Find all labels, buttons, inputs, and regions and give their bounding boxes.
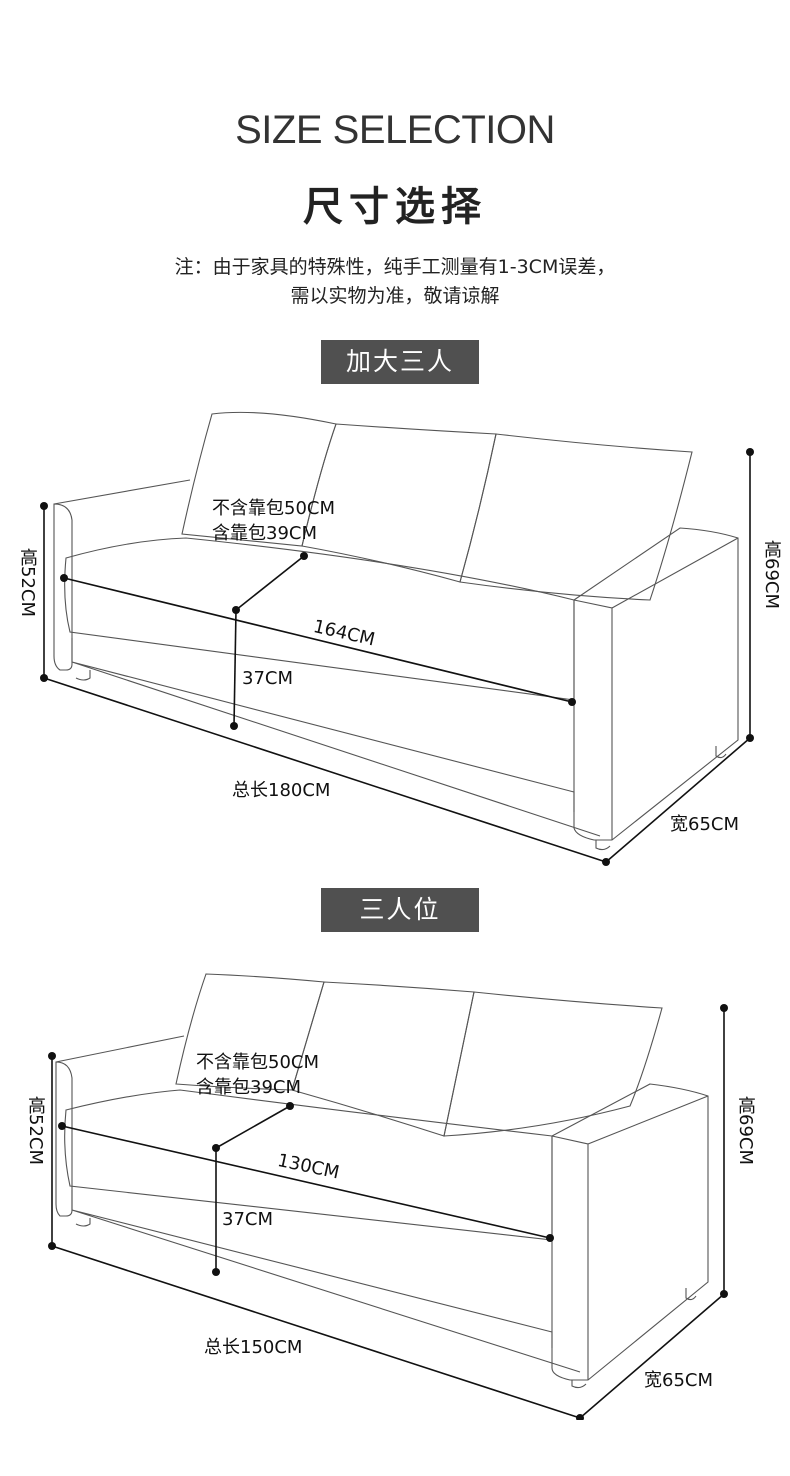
dot — [48, 1052, 56, 1060]
sofa-diagram-three-seat — [48, 973, 728, 1420]
section-label-three-seat: 三人位 — [321, 888, 479, 932]
right-leg — [571, 1288, 697, 1389]
dot — [720, 1004, 728, 1012]
back-cushion-right — [443, 991, 663, 1137]
seat-length-line — [61, 1125, 551, 1239]
dot — [212, 1268, 220, 1276]
sofa-base — [71, 1190, 581, 1373]
seat-cushion — [64, 1089, 553, 1241]
dot — [230, 722, 238, 730]
width-label: 宽65CM — [644, 1370, 714, 1391]
dot — [40, 502, 48, 510]
right-arm — [551, 1083, 709, 1381]
left-arm — [55, 1035, 185, 1217]
back-cushion-right — [459, 433, 693, 601]
width-line — [579, 1293, 725, 1419]
dot — [546, 1234, 554, 1242]
total-length-line — [51, 1245, 581, 1419]
back-cushion-middle — [291, 981, 475, 1137]
note-line-1: 注：由于家具的特殊性，纯手工测量有1-3CM误差， — [174, 256, 616, 278]
section-label-xl-three-seat: 加大三人 — [321, 340, 479, 384]
arm-height-label: 高52CM — [25, 1096, 46, 1166]
dot — [58, 1122, 66, 1130]
total-length-line — [43, 677, 607, 863]
right-leg — [595, 746, 727, 851]
dot — [60, 574, 68, 582]
cushion-without-label: 不含靠包50CM — [196, 1052, 320, 1073]
right-arm — [573, 527, 739, 841]
seat-cushion — [64, 537, 575, 701]
dot — [300, 552, 308, 560]
dot — [568, 698, 576, 706]
total-height-label: 高69CM — [735, 1096, 756, 1166]
cushion-with-label: 含靠包39CM — [212, 523, 318, 544]
chinese-title: 尺寸选择 — [303, 184, 487, 230]
cushion-with-label: 含靠包39CM — [196, 1077, 302, 1098]
seat-length-line — [63, 577, 573, 703]
width-label: 宽65CM — [670, 814, 740, 835]
dot — [746, 448, 754, 456]
seat-height-label: 37CM — [242, 668, 294, 689]
left-arm — [53, 479, 191, 671]
seat-depth-line — [235, 555, 305, 611]
seat-depth-line — [215, 1105, 291, 1149]
note-line-2: 需以实物为准，敬请谅解 — [290, 285, 500, 307]
cushion-without-label: 不含靠包50CM — [212, 498, 336, 519]
total-height-label: 高69CM — [761, 540, 782, 610]
sofa-diagram-xl-three-seat — [40, 411, 754, 866]
seat-height-label: 37CM — [222, 1209, 274, 1230]
arm-height-label: 高52CM — [17, 548, 38, 618]
english-title: SIZE SELECTION — [235, 108, 555, 152]
total-length-label: 总长150CM — [204, 1337, 303, 1358]
measurement-note: 注：由于家具的特殊性，纯手工测量有1-3CM误差， 需以实物为准，敬请谅解 — [0, 253, 790, 311]
seat-height-line — [233, 609, 237, 727]
total-length-label: 总长180CM — [232, 780, 331, 801]
width-line — [605, 737, 751, 863]
dot — [286, 1102, 294, 1110]
